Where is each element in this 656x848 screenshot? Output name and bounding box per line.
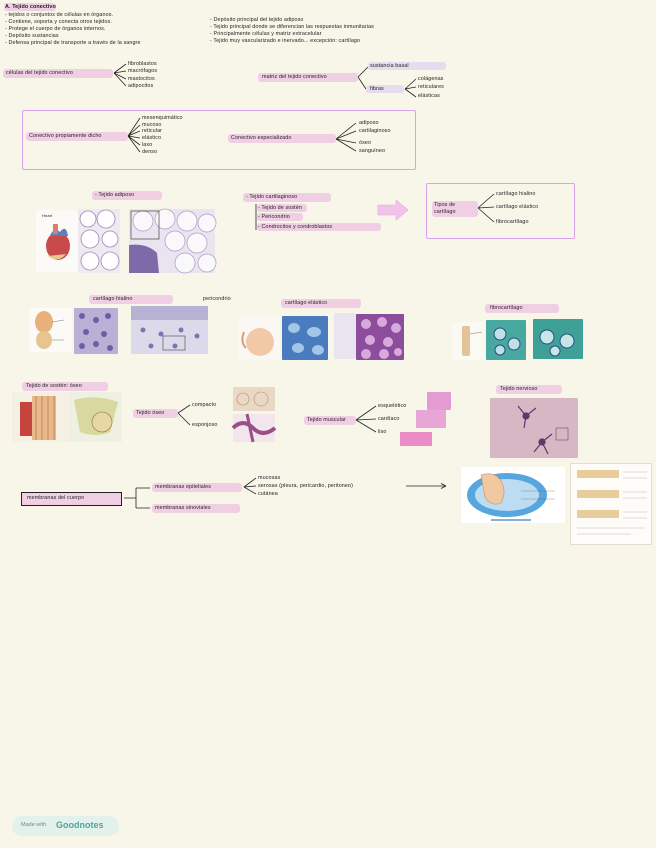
note-line: - Tejido muy vascularizado e inervado...… <box>210 38 360 45</box>
note-line: - Contiene, soporta y conecta otros teji… <box>5 19 112 26</box>
muscular-label: Tejido muscular <box>307 417 346 424</box>
fibra-item: reticulares <box>418 84 444 91</box>
cell-item: fibroblastos <box>128 61 157 68</box>
knee-diagram <box>30 308 72 352</box>
ear-diagram <box>238 316 280 360</box>
epitelial-item: serosas (pleura, pericardio, peritoneo) <box>258 483 353 490</box>
matrix-label: matriz del tejido conectivo <box>262 74 327 81</box>
bone-diagram-2 <box>70 392 122 442</box>
cell-item: adipocitos <box>128 83 153 90</box>
oseo-item: esponjoso <box>192 422 217 429</box>
pericondrio-label: pericondrio <box>203 296 231 303</box>
proper-item: laxo <box>142 142 152 149</box>
special-label: Conectivo especializado <box>231 135 291 142</box>
notes-title: A. Tejido conectivo <box>5 4 56 11</box>
note-line: - Depósito principal del tejido adiposo <box>210 17 304 24</box>
oseo-heading: Tejido de sostén: óseo <box>26 383 82 390</box>
cartilaginoso-label: - Tejido cartilaginoso <box>246 194 297 201</box>
made-with-text: Made with <box>21 822 46 828</box>
fibro-micro-2 <box>533 319 583 359</box>
fibro-label: fibrocartílago <box>490 305 523 312</box>
oseo-label: Tejido óseo <box>136 410 164 417</box>
adipose-micro-1 <box>78 209 120 273</box>
muscular-item: cardíaco <box>378 416 399 423</box>
special-item: sanguíneo <box>359 148 385 155</box>
heart-label: Heart <box>42 213 52 220</box>
smooth-muscle-micro <box>400 432 432 446</box>
epitelial-label: membranas epiteliales <box>155 484 211 491</box>
proper-label: Conectivo propiamente dicho <box>29 133 102 140</box>
sinovial-label: membranas sinoviales <box>155 505 211 512</box>
compact-bone-micro <box>233 387 275 411</box>
proper-item: reticular <box>142 128 162 135</box>
fibro-micro-1 <box>486 320 526 360</box>
elastic-inset <box>334 313 356 359</box>
fibra-item: elásticas <box>418 93 440 100</box>
cart-item: - Tejido de sostén <box>258 205 302 212</box>
special-item: cartilaginoso <box>359 128 391 135</box>
adiposo-label: - Tejido adiposo <box>95 192 134 199</box>
special-item: adiposo <box>359 120 379 127</box>
muscular-item: liso <box>378 429 387 436</box>
oseo-item: compacto <box>192 402 216 409</box>
note-line: - tejidos o conjuntos de células en órga… <box>5 12 113 19</box>
matrix-item: sustancia basal <box>370 63 409 70</box>
cells-label: células del tejido conectivo <box>6 70 73 77</box>
tipo-item: cartílago elástico <box>496 204 538 211</box>
serous-membrane-diagram <box>461 467 565 523</box>
cart-item: - Pericondrio <box>258 214 290 221</box>
matrix-item: fibras <box>370 86 384 93</box>
goodnotes-logo: Goodnotes <box>56 820 104 830</box>
proper-item: mesenquimático <box>142 115 183 122</box>
nervous-micro <box>490 398 578 458</box>
note-line: - Tejido principal donde se diferencian … <box>210 24 374 31</box>
skeletal-muscle-micro <box>427 392 451 410</box>
note-line: - Protege el cuerpo de órganos internos. <box>5 26 106 33</box>
muscular-item: esquelético <box>378 403 406 410</box>
proper-item: denso <box>142 149 157 156</box>
cell-item: mastocitos <box>128 76 155 83</box>
hyaline-micro <box>74 308 118 354</box>
bone-diagram-1 <box>12 392 70 442</box>
goodnotes-badge[interactable]: Made with Goodnotes <box>12 816 119 836</box>
heart-diagram: Heart <box>36 210 78 272</box>
fibra-item: colágenas <box>418 76 443 83</box>
cart-item: - Condrocitos y condroblastos <box>258 224 332 231</box>
note-line: - Defensa principal de transporte a trav… <box>5 40 141 47</box>
nervioso-label: Tejido nervioso <box>500 386 537 393</box>
epitelial-item: mucosas <box>258 475 280 482</box>
proper-item: elástico <box>142 135 161 142</box>
elastico-label: cartílago elástico <box>285 300 327 307</box>
cardiac-muscle-micro <box>416 410 446 428</box>
pericondrio-micro <box>131 306 208 354</box>
membranes-notes-page <box>570 463 652 545</box>
tipo-item: cartílago hialino <box>496 191 535 198</box>
elastic-micro-2 <box>356 314 404 360</box>
hialino-label: cartílago hialino <box>93 296 132 303</box>
membranas-label: membranas del cuerpo <box>27 495 84 502</box>
elastic-micro-1 <box>282 316 328 360</box>
tipo-item: fibrocartílago <box>496 219 529 226</box>
epitelial-item: cutánea <box>258 491 278 498</box>
special-item: óseo <box>359 140 371 147</box>
adipose-micro-2 <box>129 209 215 273</box>
cell-item: macrófagos <box>128 68 157 75</box>
spine-diagram <box>452 322 484 360</box>
spongy-bone-micro <box>233 414 275 442</box>
note-line: - Principalmente células y matriz extrac… <box>210 31 322 38</box>
note-line: - Depósito sustancias <box>5 33 59 40</box>
tipos-label: Tipos de cartílago <box>434 202 476 215</box>
